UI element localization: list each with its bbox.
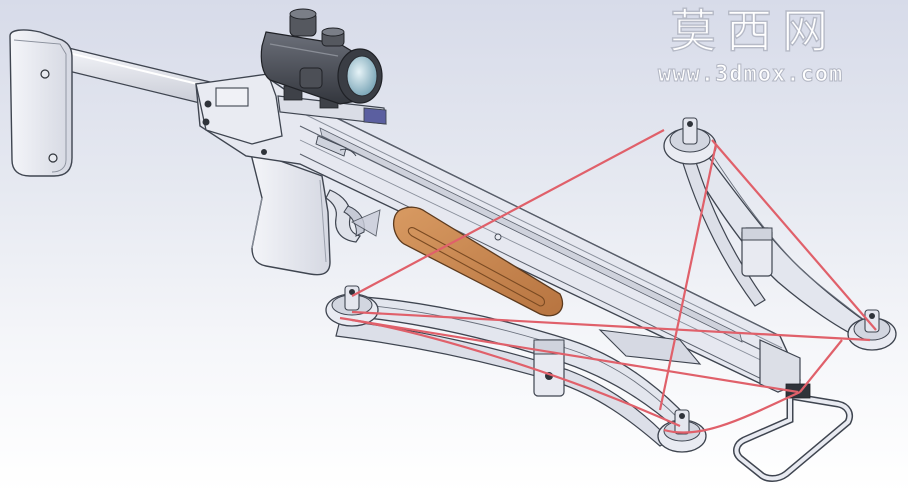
red-dot-scope xyxy=(260,8,383,105)
watermark-url: www.3dmox.com xyxy=(657,62,844,88)
butt-plate xyxy=(9,29,73,177)
front-pulley-left xyxy=(325,285,379,327)
rear-pulley-right xyxy=(847,309,897,351)
watermark-title: 莫西网 xyxy=(669,3,838,58)
receiver-block xyxy=(195,73,357,157)
wooden-foregrip xyxy=(393,206,564,317)
bowstrings xyxy=(339,129,877,434)
rear-pulley-left xyxy=(663,117,717,165)
watermark: 莫西网 www.3dmox.com xyxy=(650,2,900,94)
trigger xyxy=(325,189,381,243)
front-pulley-right xyxy=(657,409,707,453)
foot-stirrup xyxy=(733,383,854,482)
pistol-grip xyxy=(249,148,331,276)
